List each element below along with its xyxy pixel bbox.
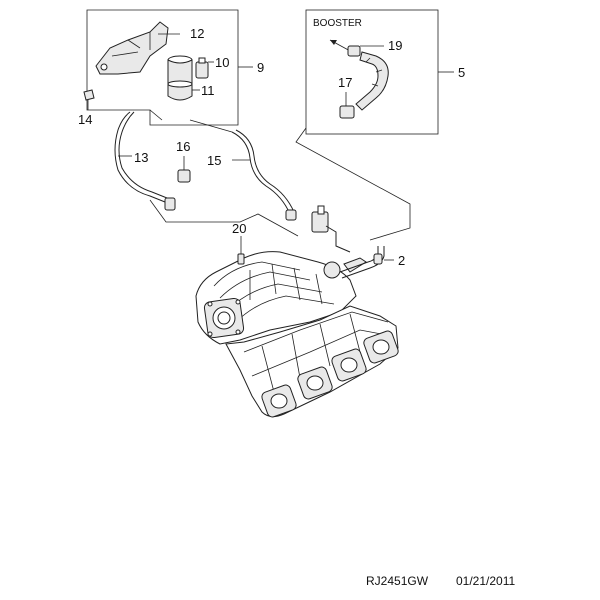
vacuum-hose-13 bbox=[114, 111, 171, 205]
diagram-date: 01/21/2011 bbox=[456, 574, 515, 588]
callout-14: 14 bbox=[78, 112, 92, 127]
manifold-sensor bbox=[323, 261, 341, 279]
bracket-bolt-hole bbox=[100, 63, 108, 71]
port-flange-4 bbox=[363, 330, 399, 364]
callout-9: 9 bbox=[257, 60, 264, 75]
intake-manifold bbox=[195, 205, 399, 418]
callout-13: 13 bbox=[134, 150, 148, 165]
clamp-19 bbox=[347, 45, 361, 57]
hose-13-end-fitting bbox=[164, 197, 176, 211]
canister-group bbox=[86, 9, 253, 126]
callout-20: 20 bbox=[232, 221, 246, 236]
callout-17: 17 bbox=[338, 75, 352, 90]
callout-19: 19 bbox=[388, 38, 402, 53]
clip-14 bbox=[83, 89, 95, 110]
port-flange-3 bbox=[331, 348, 367, 382]
callout-15: 15 bbox=[207, 153, 221, 168]
canister-body bbox=[167, 59, 193, 101]
callout-10: 10 bbox=[215, 55, 229, 70]
port-flange-2 bbox=[297, 366, 333, 400]
callout-5: 5 bbox=[458, 65, 465, 80]
stud-20 bbox=[237, 253, 245, 265]
callout-2: 2 bbox=[398, 253, 405, 268]
diagram-code: RJ2451GW bbox=[366, 574, 429, 588]
booster-group: BOOSTER bbox=[305, 9, 454, 135]
port-flange-1 bbox=[261, 384, 297, 418]
booster-label: BOOSTER bbox=[313, 18, 362, 29]
clip-16 bbox=[177, 156, 191, 183]
booster-hose bbox=[355, 51, 389, 111]
clamp-17 bbox=[339, 105, 355, 119]
purge-solenoid bbox=[195, 61, 209, 79]
manifold-top-fitting bbox=[311, 211, 329, 233]
canister-box-outline bbox=[86, 9, 239, 126]
callout-16: 16 bbox=[176, 139, 190, 154]
callout-11: 11 bbox=[201, 83, 215, 98]
callout-12: 12 bbox=[190, 26, 204, 41]
vacuum-hose-15 bbox=[231, 131, 291, 215]
